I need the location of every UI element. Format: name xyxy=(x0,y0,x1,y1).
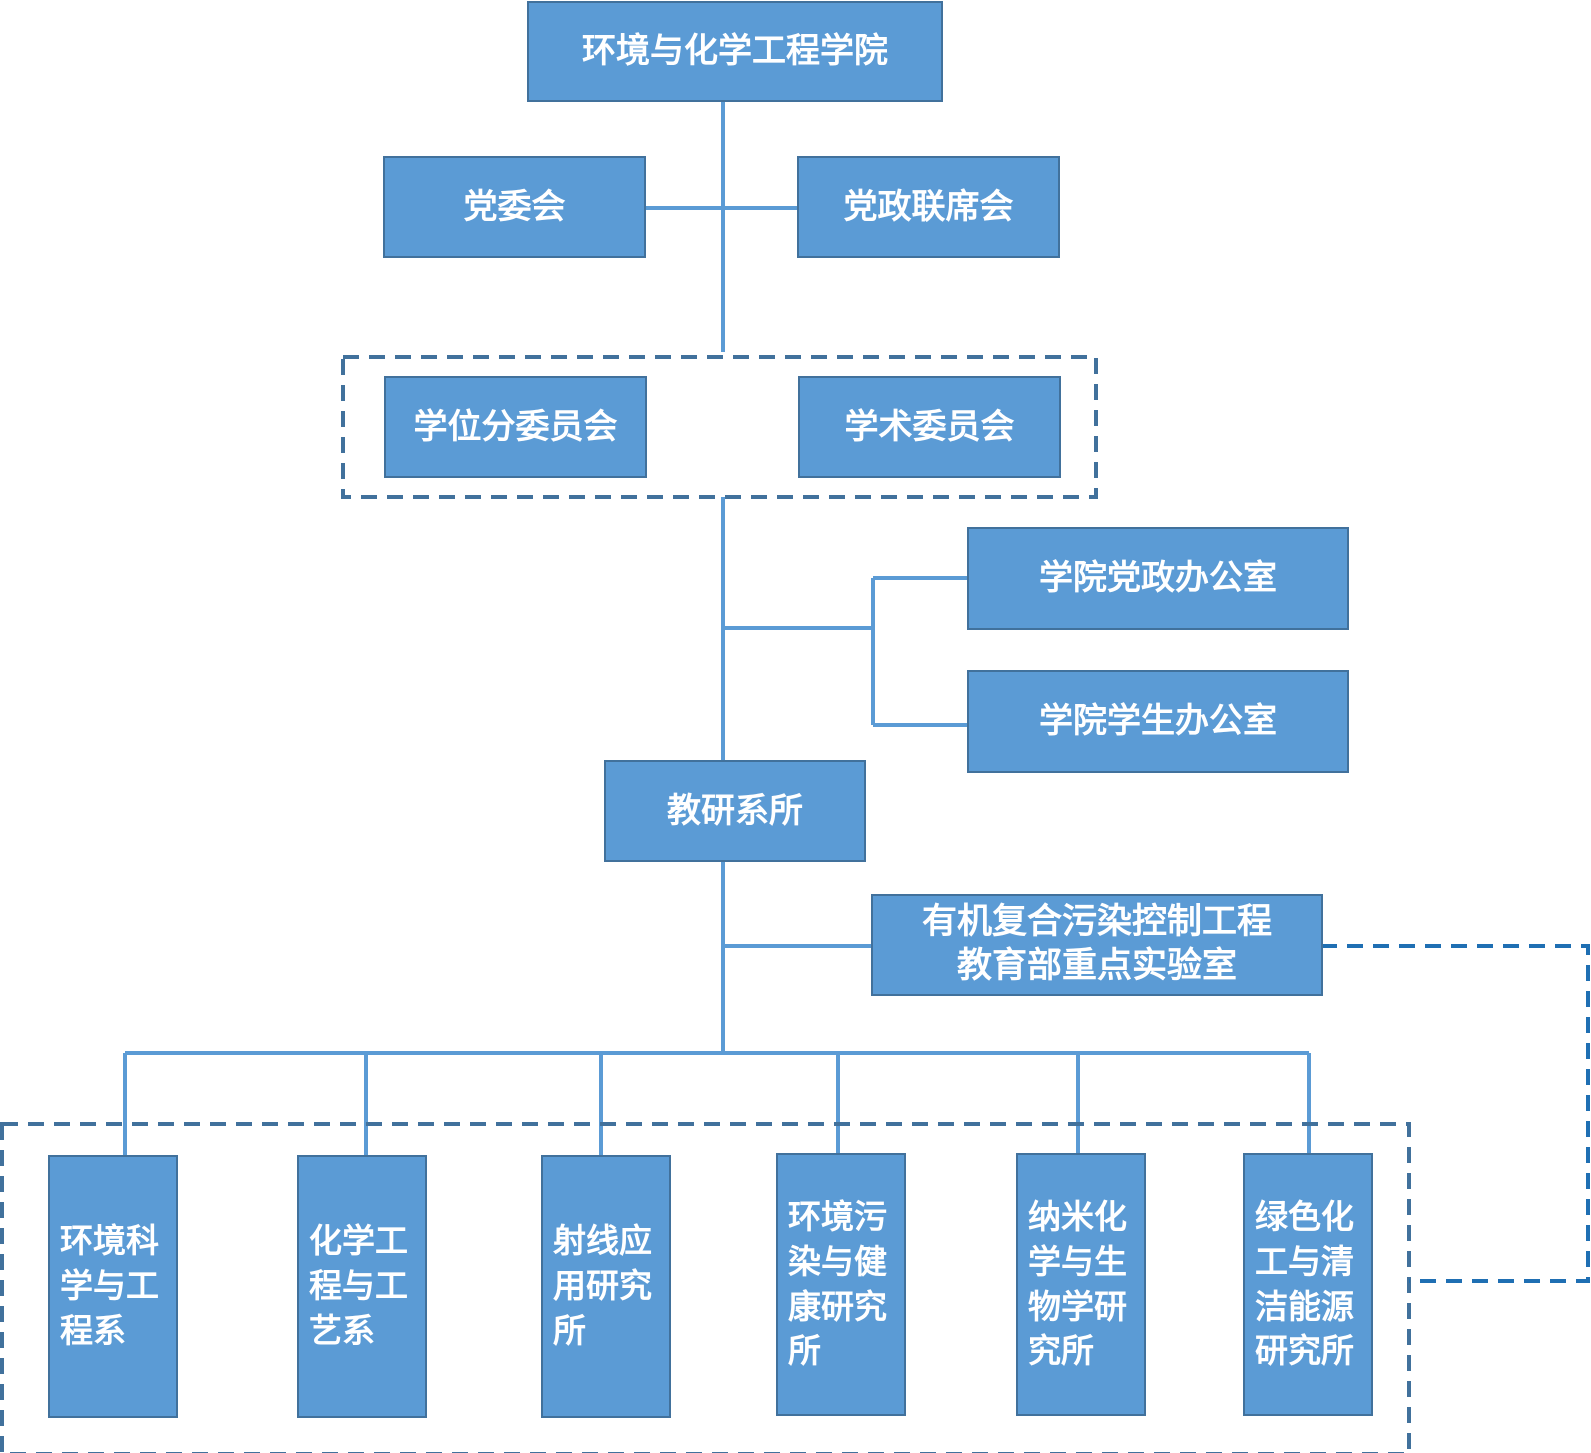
unit-label-2: 化学工程与工艺系 xyxy=(309,1221,408,1350)
key-lab-label-line2: 教育部重点实验室 xyxy=(956,946,1237,986)
student-office-label: 学院学生办公室 xyxy=(1039,701,1277,742)
unit-box-1: 环境科学与工程系 xyxy=(48,1155,178,1418)
degree-committee-box: 学位分委员会 xyxy=(384,376,647,478)
units-dashed-frame xyxy=(0,1122,1411,1453)
lab-units-dashed-link xyxy=(1321,944,1590,1283)
joint-meeting-box: 党政联席会 xyxy=(797,156,1060,258)
key-lab-box: 有机复合污染控制工程 教育部重点实验室 xyxy=(871,894,1323,996)
unit-label-6: 绿色化工与清洁能源研究所 xyxy=(1255,1196,1354,1371)
departments-label: 教研系所 xyxy=(667,790,803,831)
unit-box-2: 化学工程与工艺系 xyxy=(297,1155,427,1418)
joint-meeting-label: 党政联席会 xyxy=(843,186,1014,227)
unit-box-4: 环境污染与健康研究所 xyxy=(776,1153,906,1416)
degree-committee-label: 学位分委员会 xyxy=(413,406,618,447)
unit-label-5: 纳米化学与生物学研究所 xyxy=(1028,1196,1127,1371)
college-label: 环境与化学工程学院 xyxy=(582,31,888,72)
unit-box-3: 射线应用研究所 xyxy=(541,1155,671,1418)
academic-committee-label: 学术委员会 xyxy=(844,406,1015,447)
party-committee-label: 党委会 xyxy=(463,186,566,227)
unit-label-4: 环境污染与健康研究所 xyxy=(788,1196,887,1371)
academic-committee-box: 学术委员会 xyxy=(798,376,1061,478)
party-committee-box: 党委会 xyxy=(383,156,646,258)
admin-office-box: 学院党政办公室 xyxy=(967,527,1349,630)
departments-box: 教研系所 xyxy=(604,760,866,862)
unit-box-6: 绿色化工与清洁能源研究所 xyxy=(1243,1153,1373,1416)
unit-box-5: 纳米化学与生物学研究所 xyxy=(1016,1153,1146,1416)
college-box: 环境与化学工程学院 xyxy=(527,1,943,102)
unit-label-1: 环境科学与工程系 xyxy=(60,1221,159,1350)
unit-label-3: 射线应用研究所 xyxy=(553,1221,652,1350)
key-lab-label: 有机复合污染控制工程 教育部重点实验室 xyxy=(922,901,1272,989)
committees-dashed-frame xyxy=(341,355,1098,499)
student-office-box: 学院学生办公室 xyxy=(967,670,1349,773)
key-lab-label-line1: 有机复合污染控制工程 xyxy=(921,902,1272,943)
admin-office-label: 学院党政办公室 xyxy=(1039,558,1277,599)
